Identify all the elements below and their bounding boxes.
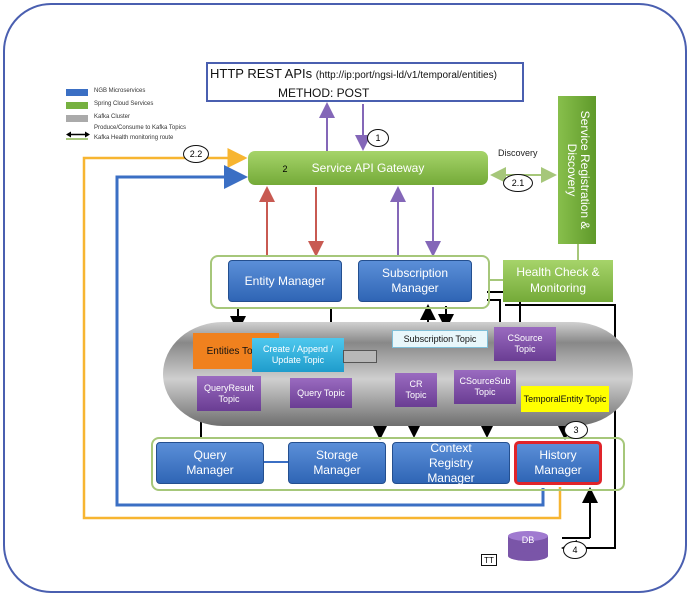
subscription-topic: Subscription Topic <box>392 330 488 348</box>
db-note-box: TT <box>481 554 497 566</box>
topic-placeholder-bar <box>343 350 377 363</box>
db-note: TT <box>484 556 494 565</box>
legend-swatch-ngb <box>66 89 88 96</box>
query-result-topic: QueryResult Topic <box>197 376 261 411</box>
csource-sub-topic: CSourceSub Topic <box>454 370 516 404</box>
legend-label-spring: Spring Cloud Services <box>94 101 154 107</box>
create-append-update-topic: Create / Append / Update Topic <box>252 338 344 372</box>
health-check-monitoring: Health Check & Monitoring <box>503 260 613 302</box>
database-icon <box>506 530 550 562</box>
temporal-entity-topic: TemporalEntity Topic <box>521 386 609 412</box>
query-manager: Query Manager <box>156 442 264 484</box>
legend-label-health: Kafka Health monitoring route <box>94 135 174 141</box>
step-2-marker: 2 <box>282 164 288 174</box>
legend-double-arrow-icon <box>66 125 90 138</box>
registry-label: Service Registration & Discovery <box>565 110 592 230</box>
api-url: (http://ip:port/ngsi-ld/v1/temporal/enti… <box>315 70 497 81</box>
context-registry-manager: Context Registry Manager <box>392 441 510 485</box>
db-label: DB <box>521 535 535 545</box>
service-api-gateway: Service API Gateway <box>248 151 488 185</box>
step-2-2-marker: 2.2 <box>183 145 209 163</box>
legend-swatch-spring <box>66 102 88 109</box>
step-3-marker: 3 <box>564 421 588 439</box>
step-1-marker: 1 <box>367 129 389 147</box>
query-topic: Query Topic <box>290 378 352 408</box>
legend-label-produce: Produce/Consume to Kafka Topics <box>94 125 186 131</box>
subscription-manager: Subscription Manager <box>358 260 472 302</box>
legend-swatch-kafka <box>66 115 88 122</box>
top-managers-group <box>210 255 490 309</box>
outer-frame <box>3 3 687 593</box>
step-2-1-marker: 2.1 <box>503 174 533 192</box>
legend-label-kafka: Kafka Cluster <box>94 114 131 120</box>
storage-manager: Storage Manager <box>288 442 386 484</box>
entity-manager: Entity Manager <box>228 260 342 302</box>
api-title: HTTP REST APIs <box>210 66 313 81</box>
history-manager: History Manager <box>514 441 602 485</box>
cr-topic: CR Topic <box>395 373 437 407</box>
step-4-marker: 4 <box>563 541 587 559</box>
csource-topic: CSource Topic <box>494 327 556 361</box>
service-registration-discovery: Service Registration & Discovery <box>558 96 596 244</box>
legend-swatch-health <box>66 138 88 140</box>
bottom-managers-group <box>151 437 625 491</box>
legend: NGB Microservices Spring Cloud Services … <box>66 87 206 147</box>
api-method: METHOD: POST <box>278 86 370 100</box>
gateway-label: Service API Gateway <box>311 161 425 175</box>
http-rest-api-box: HTTP REST APIs (http://ip:port/ngsi-ld/v… <box>206 62 524 102</box>
discovery-label: Discovery <box>498 148 538 158</box>
api-title-line: HTTP REST APIs (http://ip:port/ngsi-ld/v… <box>208 66 526 81</box>
legend-label-ngb: NGB Microservices <box>94 88 146 94</box>
